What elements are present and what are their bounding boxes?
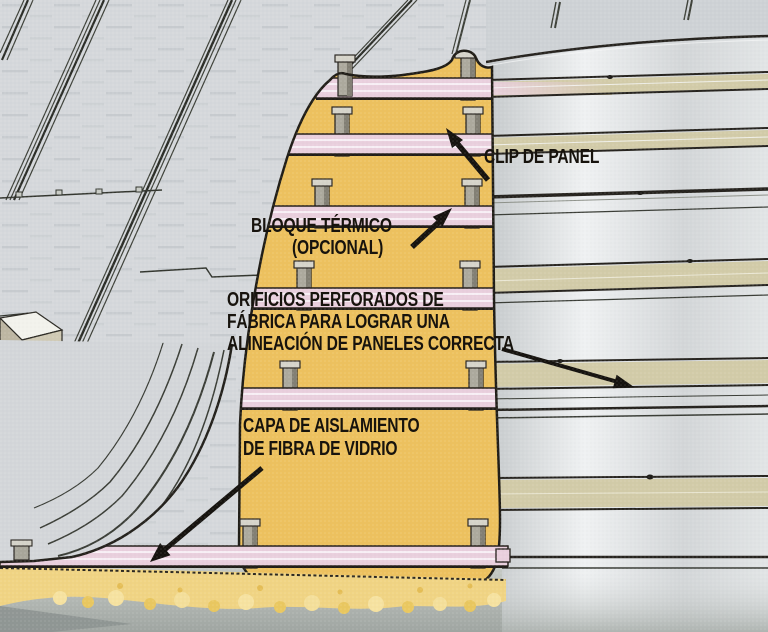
label-capa-2: DE FIBRA DE VIDRIO [243, 438, 398, 460]
label-text: FÁBRICA PARA LOGRAR UNA [227, 311, 450, 333]
label-text: ORIFICIOS PERFORADOS DE [227, 289, 444, 311]
label-text: CAPA DE AISLAMIENTO [243, 415, 420, 437]
label-orificios-2: FÁBRICA PARA LOGRAR UNA [227, 312, 450, 332]
label-bloque-termico: BLOQUE TÉRMICO [251, 216, 392, 236]
label-clip-de-panel: CLIP DE PANEL [484, 147, 599, 167]
label-text: CLIP DE PANEL [484, 146, 600, 168]
label-orificios-3: ALINEACIÓN DE PANELES CORRECTA [227, 334, 514, 354]
label-bloque-termico-2: (OPCIONAL) [292, 238, 383, 258]
label-text: BLOQUE TÉRMICO [251, 215, 392, 237]
label-capa-1: CAPA DE AISLAMIENTO [243, 415, 420, 437]
label-text: (OPCIONAL) [292, 237, 384, 259]
label-text: ALINEACIÓN DE PANELES CORRECTA [227, 333, 514, 355]
label-text: DE FIBRA DE VIDRIO [243, 438, 398, 460]
label-orificios-1: ORIFICIOS PERFORADOS DE [227, 290, 444, 310]
